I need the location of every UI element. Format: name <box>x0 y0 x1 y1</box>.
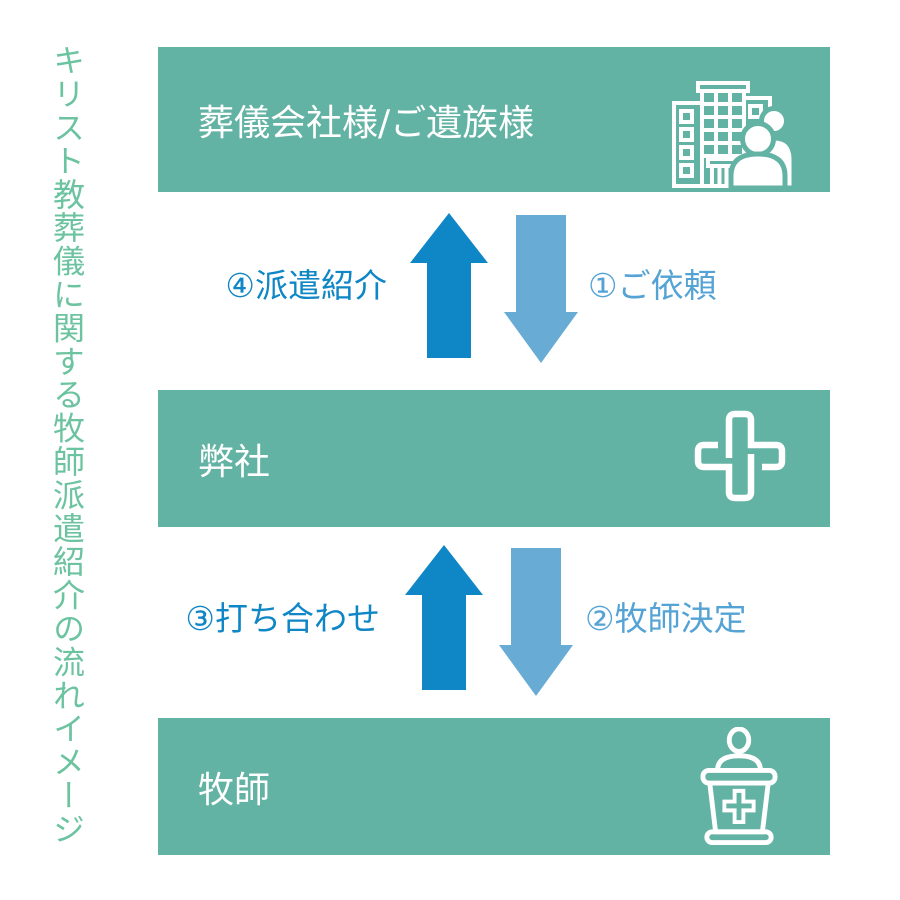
flow-label-request: ①ご依頼 <box>588 266 717 305</box>
node-pastor: 牧師 <box>158 718 830 855</box>
flow-label-meeting: ③打ち合わせ <box>185 599 380 638</box>
pulpit-icon <box>700 727 778 845</box>
up-arrow-meeting <box>405 545 483 690</box>
node-funeral-company: 葬儀会社様/ご遺族様 <box>158 47 830 192</box>
interlocking-cross-icon <box>694 410 786 502</box>
building-people-icon <box>672 81 797 188</box>
flow-label-pastor-decision: ②牧師決定 <box>585 599 747 638</box>
diagram-title: キリスト教葬儀に関する牧師派遣紹介の流れイメージ <box>48 44 86 846</box>
node-funeral-company-label: 葬儀会社様/ご遺族様 <box>198 102 535 144</box>
flow-label-dispatch-referral: ④派遣紹介 <box>225 266 387 305</box>
node-our-company-label: 弊社 <box>198 441 271 483</box>
node-pastor-label: 牧師 <box>198 769 271 811</box>
node-our-company: 弊社 <box>158 390 830 527</box>
down-arrow-pastor-decision <box>499 548 573 696</box>
up-arrow-dispatch-referral <box>410 213 488 358</box>
down-arrow-request <box>504 215 578 363</box>
